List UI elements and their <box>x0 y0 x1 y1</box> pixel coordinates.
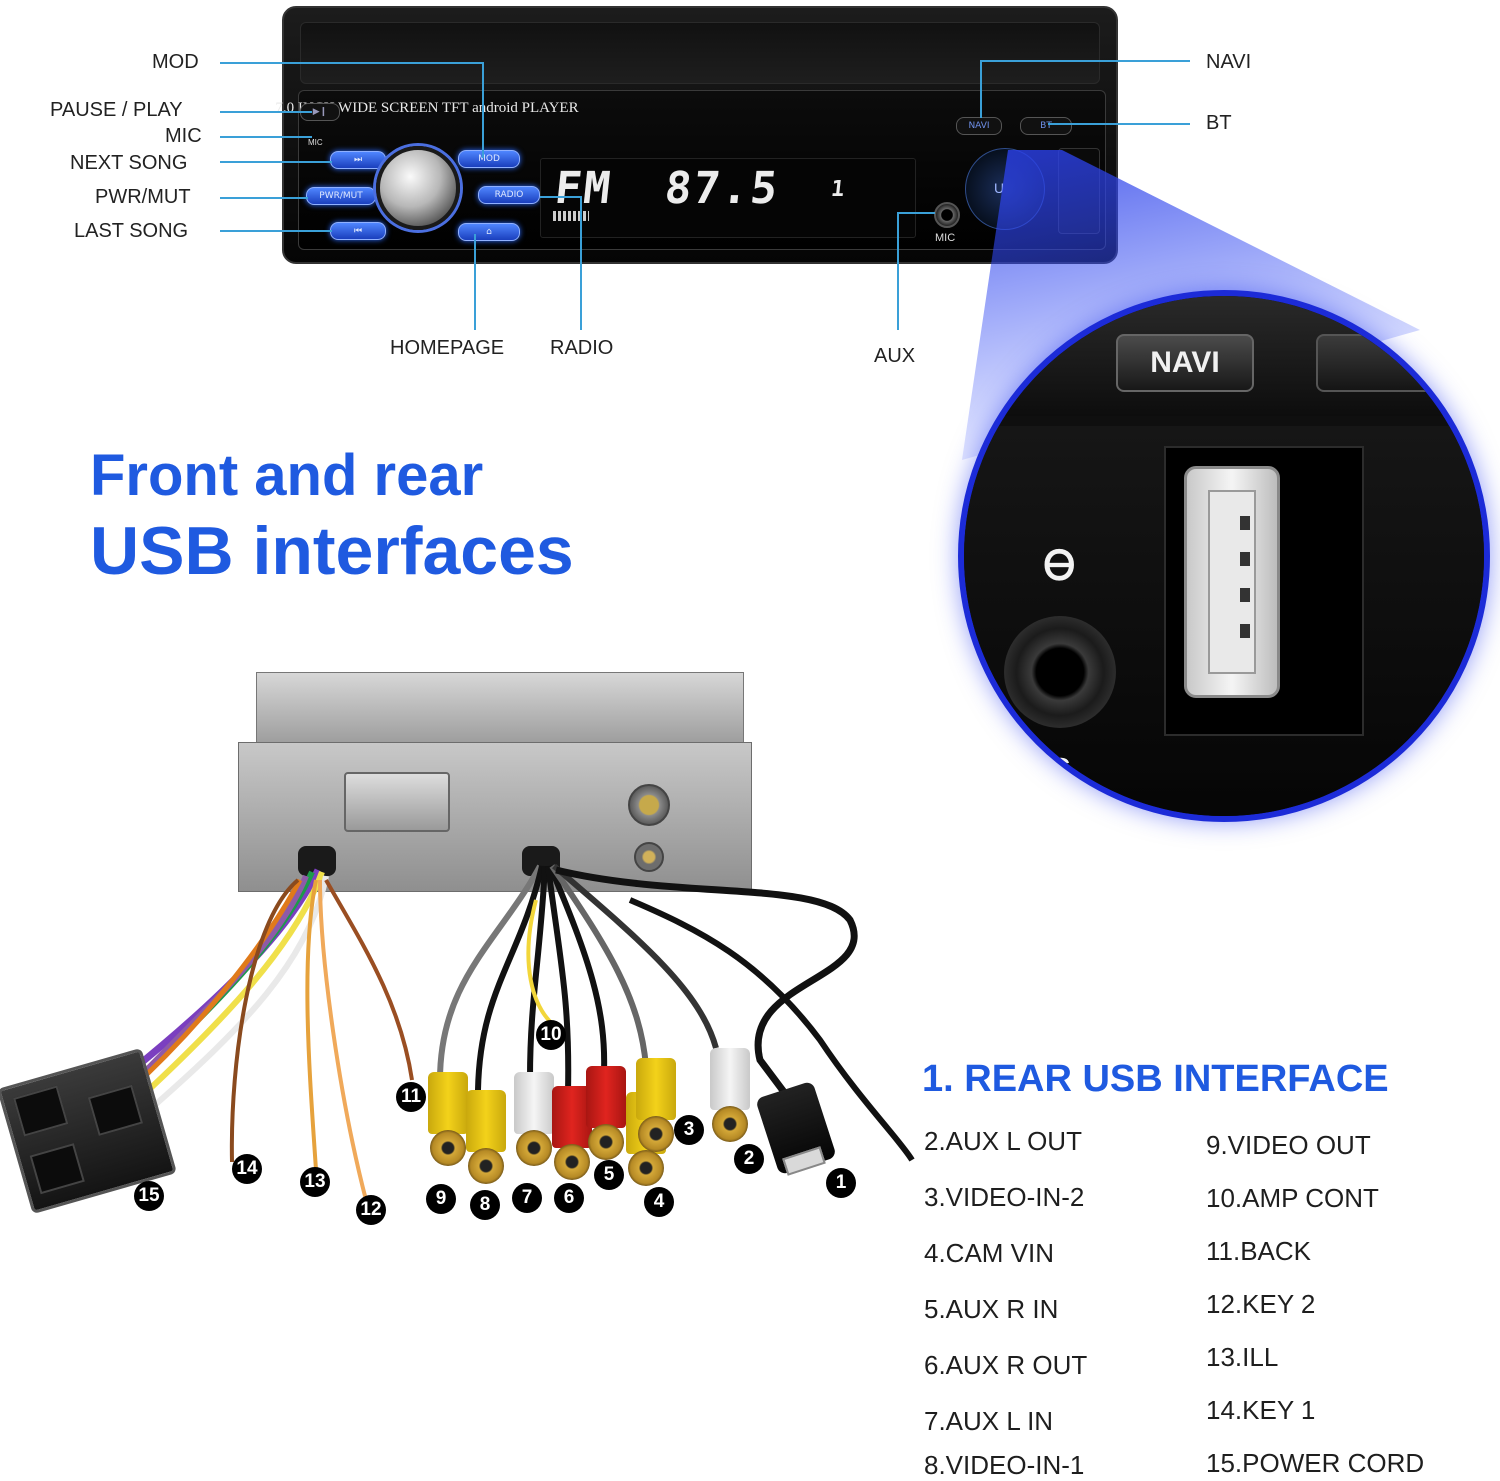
rca-plug-video-in-1 <box>466 1090 506 1184</box>
headline-line-2: USB interfaces <box>90 513 574 589</box>
home-button[interactable]: ⌂ <box>458 223 520 241</box>
mic-hole-label: MIC <box>308 138 323 147</box>
zoom-mic-label: IC <box>1044 752 1070 782</box>
leader-line <box>580 196 582 330</box>
leader-line <box>220 136 312 138</box>
leader-line <box>1048 123 1190 125</box>
legend-item: 4.CAM VIN <box>924 1238 1055 1268</box>
legend-item: 11.BACK <box>1206 1236 1312 1266</box>
panel-title: 7.0 INCH WIDE SCREEN TFT android PLAYER <box>275 100 579 116</box>
volume-knob[interactable] <box>376 146 460 230</box>
legend-item: 3.VIDEO-IN-2 <box>924 1182 1085 1212</box>
legend-item: 13.ILL <box>1206 1342 1279 1372</box>
rca-plug-video-in-2 <box>636 1058 676 1152</box>
rca-plug-aux-r-in <box>586 1066 626 1160</box>
signal-bars <box>553 211 589 221</box>
marker-15: 15 <box>134 1181 164 1211</box>
leader-line <box>980 60 1190 62</box>
callout-aux: AUX <box>874 345 916 367</box>
marker-2: 2 <box>734 1144 764 1174</box>
callout-bt: BT <box>1206 112 1232 134</box>
usb-zoom-inset: NAVI Ꮎ IC <box>958 290 1490 822</box>
marker-4: 4 <box>644 1187 674 1217</box>
headline: Front and rear USB interfaces <box>90 444 574 594</box>
audio-lr-icon: Ꮎ <box>1044 544 1076 588</box>
iso-socket <box>29 1143 85 1195</box>
marker-5: 5 <box>594 1160 624 1190</box>
aux-jack[interactable] <box>934 202 960 228</box>
leader-line <box>220 161 332 163</box>
iso-socket <box>13 1085 69 1137</box>
callout-mic: MIC <box>165 125 202 147</box>
legend-item: 8.VIDEO-IN-1 <box>924 1450 1085 1480</box>
legend-item: 14.KEY 1 <box>1206 1395 1316 1425</box>
gps-socket <box>634 842 664 872</box>
marker-11: 11 <box>396 1082 426 1112</box>
marker-8: 8 <box>470 1190 500 1220</box>
leader-line <box>897 212 935 214</box>
rca-plug-aux-r-out <box>552 1086 592 1180</box>
marker-14: 14 <box>232 1154 262 1184</box>
next-song-button[interactable]: ⏭ <box>330 151 386 169</box>
marker-3: 3 <box>674 1115 704 1145</box>
marker-1: 1 <box>826 1168 856 1198</box>
legend-item: 7.AUX L IN <box>924 1406 1054 1436</box>
last-song-button[interactable]: ⏮ <box>330 222 386 240</box>
usb-pin <box>1240 588 1250 602</box>
rca-plug-aux-l-in <box>514 1072 554 1166</box>
chassis-top <box>256 672 744 746</box>
marker-6: 6 <box>554 1183 584 1213</box>
leader-line <box>980 60 982 118</box>
mod-button[interactable]: MOD <box>458 150 520 168</box>
marker-9: 9 <box>426 1184 456 1214</box>
radio-button[interactable]: RADIO <box>478 186 540 204</box>
legend-title: 1. REAR USB INTERFACE <box>922 1058 1389 1100</box>
legend-item: 5.AUX R IN <box>924 1294 1059 1324</box>
callout-next-song: NEXT SONG <box>70 152 188 174</box>
leader-line <box>220 111 312 113</box>
aux-mic-label: MIC <box>935 232 956 244</box>
antenna-socket <box>628 784 670 826</box>
marker-7: 7 <box>512 1183 542 1213</box>
zoom-aux-jack <box>1004 616 1116 728</box>
callout-navi: NAVI <box>1206 51 1252 73</box>
zoom-bt-button <box>1316 334 1484 392</box>
marker-10: 10 <box>536 1020 566 1050</box>
leader-line <box>220 230 332 232</box>
legend-item: 12.KEY 2 <box>1206 1289 1316 1319</box>
leader-line <box>474 234 476 330</box>
usb-pin <box>1240 624 1250 638</box>
leader-line <box>897 212 899 330</box>
bt-button[interactable]: BT <box>1020 117 1072 135</box>
legend-item: 15.POWER CORD <box>1206 1448 1425 1478</box>
iso-socket <box>87 1084 144 1136</box>
navi-button[interactable]: NAVI <box>956 117 1002 135</box>
usb-pin <box>1240 552 1250 566</box>
legend-item: 2.AUX L OUT <box>924 1126 1082 1156</box>
callout-radio: RADIO <box>550 337 614 359</box>
pwr-mut-button[interactable]: PWR/MUT <box>306 187 376 205</box>
marker-12: 12 <box>356 1195 386 1225</box>
lcd-display: FM 87.5 1 <box>540 158 916 238</box>
disc-slot <box>300 22 1100 84</box>
legend-item: 6.AUX R OUT <box>924 1350 1088 1380</box>
leader-line <box>220 62 482 64</box>
leader-line <box>540 196 582 198</box>
rear-plate <box>344 772 450 832</box>
callout-mod: MOD <box>152 51 199 73</box>
legend-item: 10.AMP CONT <box>1206 1183 1379 1213</box>
callout-homepage: HOMEPAGE <box>390 337 505 359</box>
rca-plug-video-out <box>428 1072 468 1166</box>
zoom-navi-button: NAVI <box>1116 334 1254 392</box>
legend-item: 9.VIDEO OUT <box>1206 1130 1371 1160</box>
callout-pwr-mut: PWR/MUT <box>95 186 191 208</box>
callout-pause-play: PAUSE / PLAY <box>50 99 183 121</box>
headline-line-1: Front and rear <box>90 443 484 508</box>
marker-13: 13 <box>300 1167 330 1197</box>
rca-plug-aux-l-out <box>710 1048 750 1142</box>
callout-last-song: LAST SONG <box>74 220 189 242</box>
leader-line <box>482 62 484 158</box>
leader-line <box>220 197 308 199</box>
usb-pin <box>1240 516 1250 530</box>
